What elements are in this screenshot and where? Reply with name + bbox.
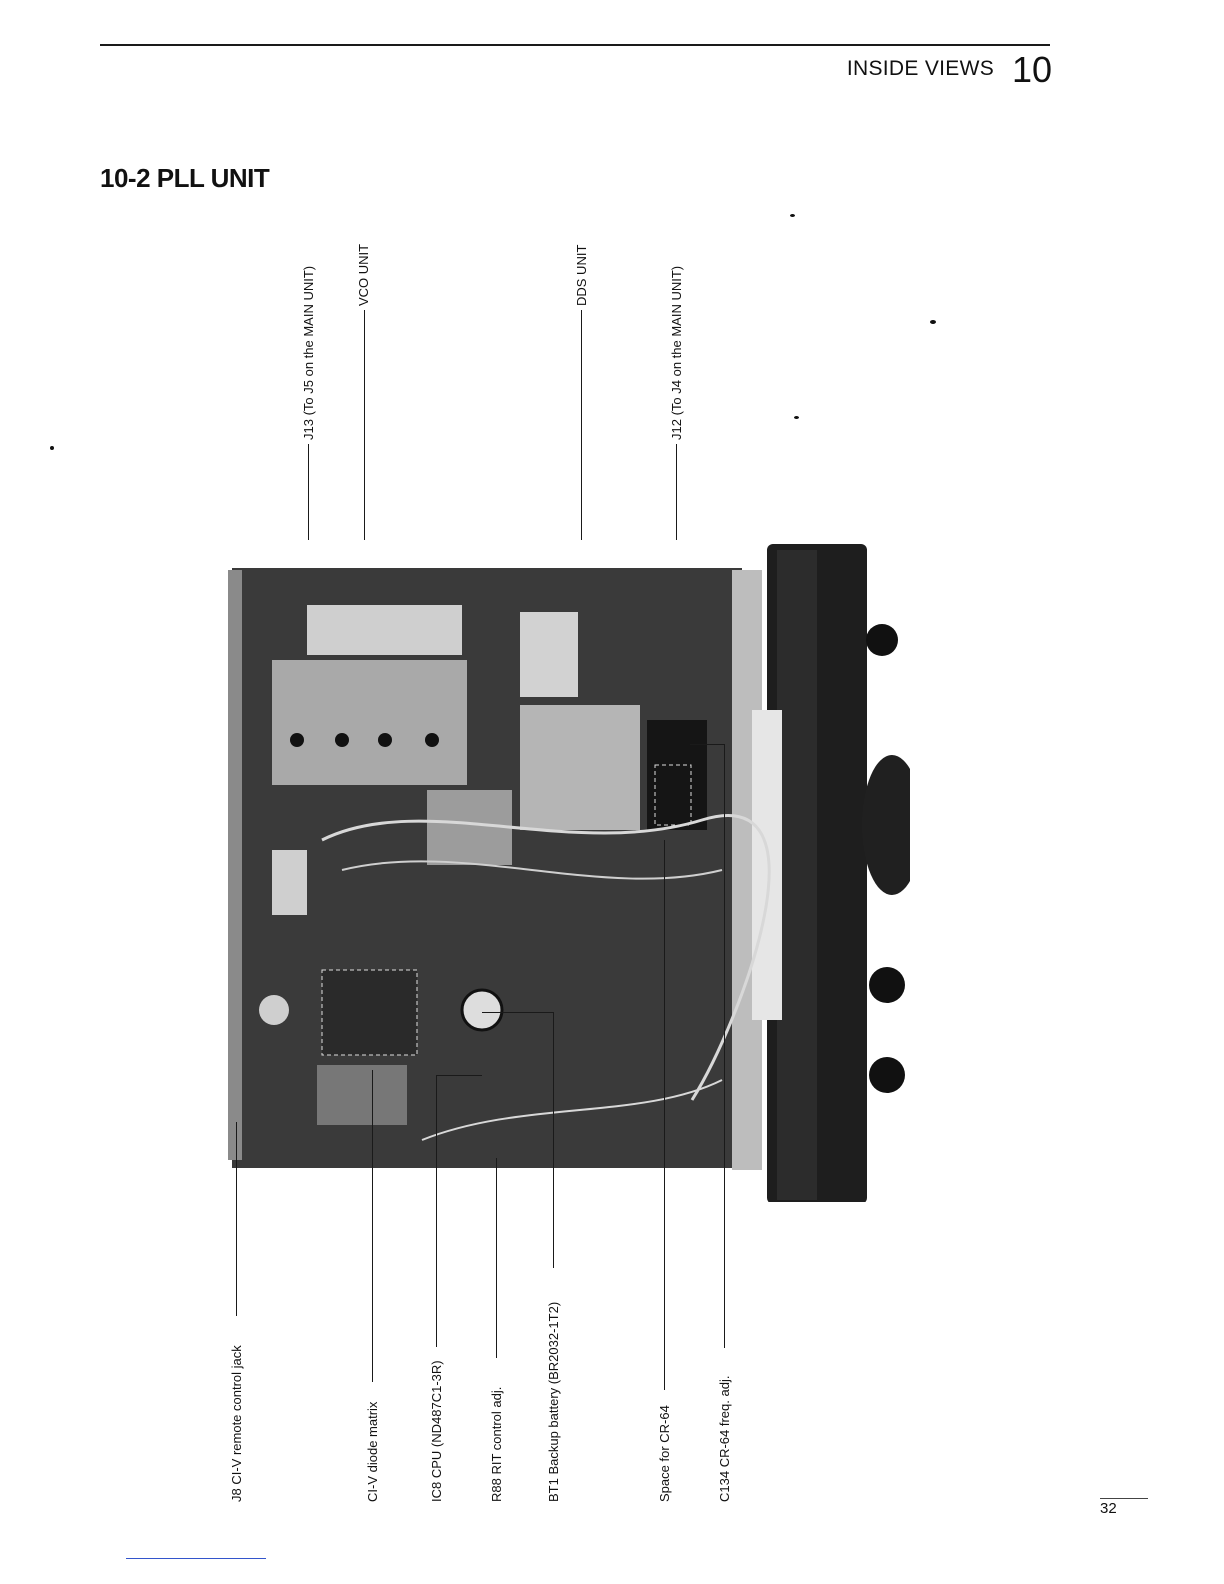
label-civ: CI-V diode matrix	[366, 1402, 379, 1502]
label-ic8: IC8 CPU (ND487C1-3R)	[430, 1360, 443, 1502]
section-title: 10-2 PLL UNIT	[100, 163, 269, 194]
label-j12: J12 (To J4 on the MAIN UNIT)	[670, 266, 683, 440]
label-bt1: BT1 Backup battery (BR2032-1T2)	[547, 1302, 560, 1502]
scan-speck	[794, 416, 799, 419]
leader-bt1-h	[482, 1012, 554, 1013]
header-rule	[100, 44, 1050, 46]
label-c134: C134 CR-64 freq. adj.	[718, 1376, 731, 1502]
page-number: 32	[1100, 1500, 1117, 1517]
scan-speck	[50, 446, 54, 450]
leader-j8	[236, 1122, 237, 1316]
scan-speck	[930, 320, 936, 324]
label-vco: VCO UNIT	[357, 244, 370, 306]
leader-bt1	[553, 1012, 554, 1268]
header-title: INSIDE VIEWS	[847, 57, 994, 81]
label-j8: J8 CI-V remote control jack	[230, 1345, 243, 1502]
leader-cr64	[664, 840, 665, 1390]
leader-c134	[724, 744, 725, 1348]
label-cr64: Space for CR-64	[658, 1405, 671, 1502]
label-dds: DDS UNIT	[575, 245, 588, 306]
chapter-number: 10	[1012, 52, 1052, 88]
leader-ic8	[436, 1075, 437, 1347]
label-r88: R88 RIT control adj.	[490, 1387, 503, 1502]
scan-speck	[790, 214, 795, 217]
label-j13: J13 (To J5 on the MAIN UNIT)	[302, 266, 315, 440]
leader-civ	[372, 1070, 373, 1382]
bottom-rule	[126, 1558, 266, 1559]
leader-r88	[496, 1158, 497, 1358]
leader-ic8-h	[436, 1075, 482, 1076]
leader-c134-h	[690, 744, 725, 745]
page-number-rule	[1100, 1498, 1148, 1499]
pll-unit-photo	[222, 540, 910, 1202]
